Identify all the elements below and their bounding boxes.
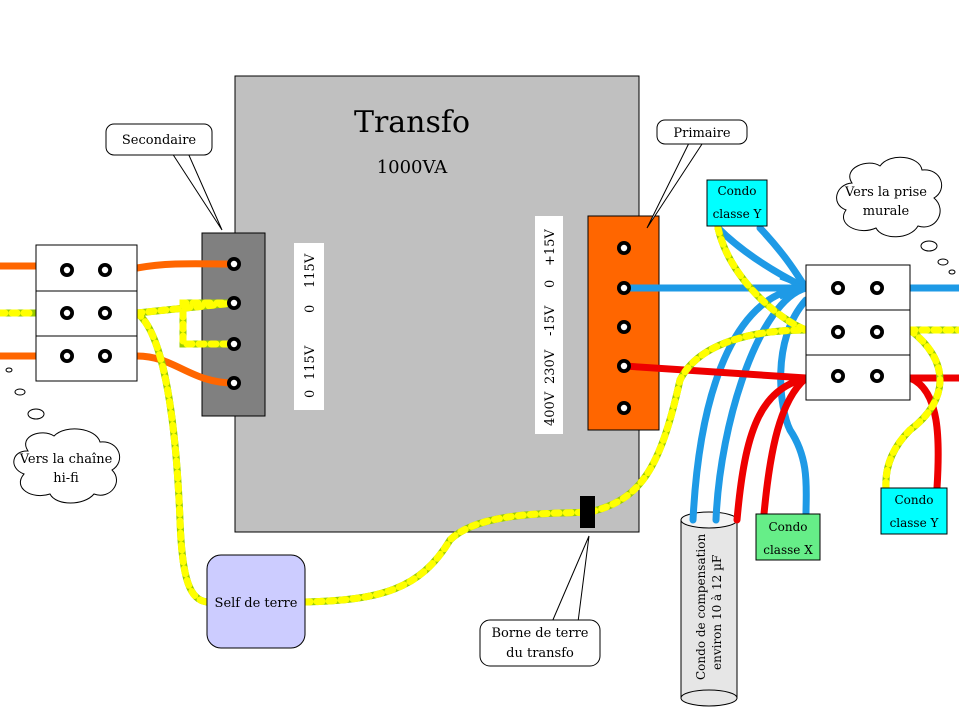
- primary-voltage-0: 0: [543, 280, 558, 288]
- secondary-wires: [0, 260, 238, 387]
- transformer-power: 1000VA: [377, 157, 449, 178]
- compensation-label-2: environ 10 à 12 µF: [710, 555, 724, 670]
- primary-voltage-p15: +15V: [543, 229, 558, 266]
- callout-borne-terre: Borne de terre du transfo: [479, 535, 601, 667]
- condo-y-right-label-2: classe Y: [890, 516, 940, 530]
- condo-y-top-label-2: classe Y: [713, 207, 763, 221]
- thought-bubble-prise: Vers la prise murale: [836, 156, 956, 275]
- callout-borne-text-2: du transfo: [506, 646, 574, 661]
- callout-primaire: Primaire: [646, 119, 748, 229]
- right-terminal-block: [805, 264, 911, 401]
- thought-hifi-text-2: hi-fi: [53, 471, 79, 486]
- condo-x-label-2: classe X: [763, 543, 813, 557]
- red-wires: [620, 362, 959, 524]
- secondary-voltage-0b: 0: [303, 305, 318, 313]
- thought-bubble-hifi: Vers la chaîne hi-fi: [5, 367, 121, 504]
- secondary-voltage-115a: 115V: [303, 345, 318, 380]
- left-terminal-block: [35, 244, 138, 382]
- condo-y-right-label-1: Condo: [894, 493, 933, 507]
- earth-choke-label: Self de terre: [215, 596, 298, 611]
- condo-y-top: [706, 179, 768, 227]
- condo-x: [755, 513, 821, 561]
- thought-prise-text-2: murale: [863, 204, 910, 219]
- transformer-title: Transfo: [354, 105, 470, 140]
- condo-x-label-1: Condo: [768, 520, 807, 534]
- thought-prise-text-1: Vers la prise: [844, 185, 927, 200]
- thought-hifi-text-1: Vers la chaîne: [19, 452, 113, 467]
- primary-voltage-label-box: [535, 216, 563, 434]
- condo-y-right: [880, 487, 948, 535]
- transformer-earth-terminal: [580, 496, 595, 528]
- primary-voltage-m15: -15V: [543, 305, 558, 336]
- compensation-label-1: Condo de compensation: [694, 534, 708, 680]
- earth-choke: [206, 554, 306, 649]
- secondary-voltage-0a: 0: [303, 390, 318, 398]
- callout-primaire-text: Primaire: [673, 126, 731, 141]
- callout-secondaire-text: Secondaire: [122, 133, 197, 148]
- compensation-capacitor: Condo de compensation environ 10 à 12 µF: [680, 511, 738, 707]
- secondary-voltage-115b: 115V: [303, 253, 318, 288]
- primary-voltage-400: 400V: [543, 391, 558, 426]
- secondary-voltage-label-box: [294, 243, 324, 410]
- condo-y-top-label-1: Condo: [717, 184, 756, 198]
- callout-secondaire: Secondaire: [105, 123, 223, 231]
- callout-borne-text-1: Borne de terre: [492, 626, 589, 641]
- primary-voltage-230: 230V: [543, 349, 558, 384]
